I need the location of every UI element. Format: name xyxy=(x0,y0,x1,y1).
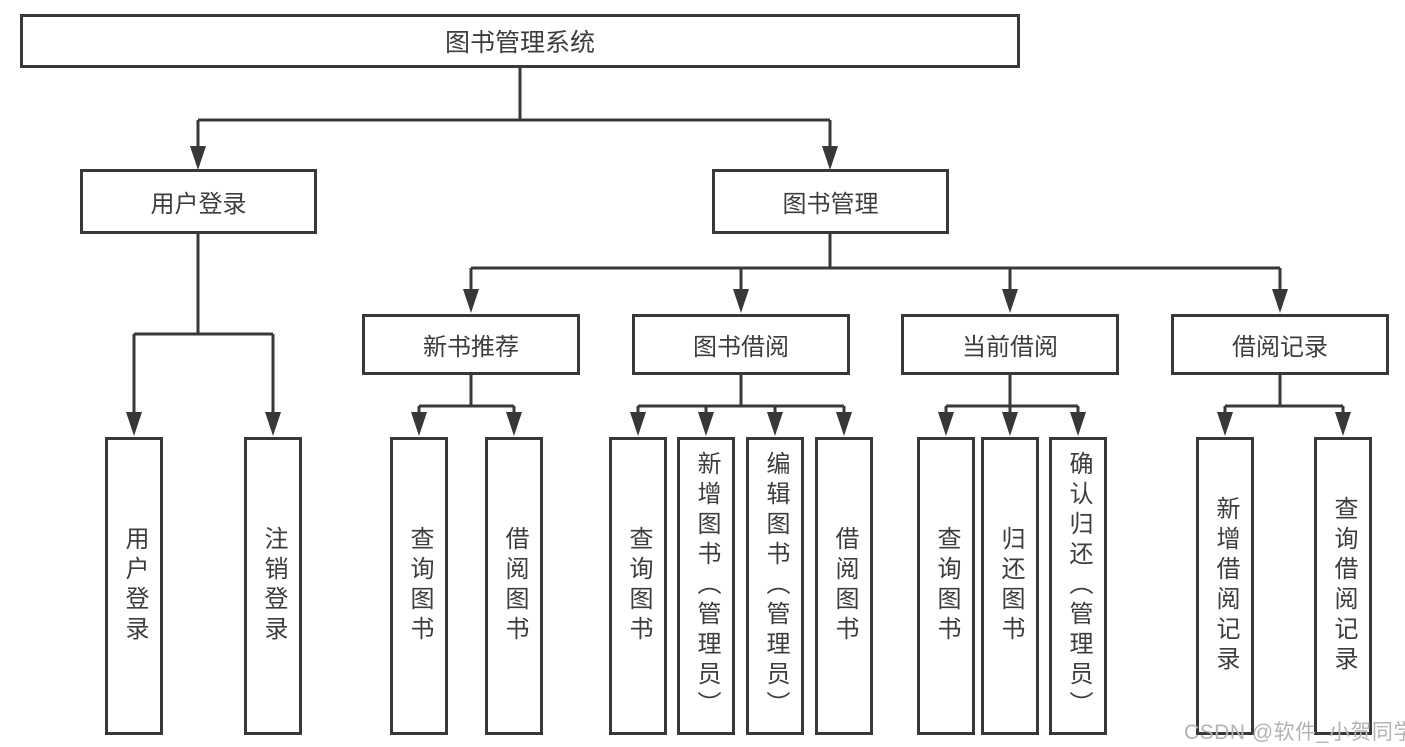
node-current-borrowing: 当前借阅 xyxy=(901,314,1119,375)
leaf-cb-query-books: 查询图书 xyxy=(917,437,975,735)
leaf-user-login: 用户登录 xyxy=(105,437,163,735)
arrowhead-icon xyxy=(822,146,838,170)
node-book-management: 图书管理 xyxy=(712,169,949,234)
arrowhead-icon xyxy=(463,289,479,313)
node-book-borrowing: 图书借阅 xyxy=(632,314,850,375)
arrowhead-icon xyxy=(733,289,749,313)
leaf-bb-borrow-books: 借阅图书 xyxy=(815,437,873,735)
arrowhead-icon xyxy=(1217,412,1233,436)
node-user-login: 用户登录 xyxy=(80,169,317,234)
leaf-nbr-query-books: 查询图书 xyxy=(390,437,448,735)
leaf-cb-return-books: 归还图书 xyxy=(981,437,1039,735)
connector-segments xyxy=(132,67,1345,416)
leaf-br-query-record: 查询借阅记录 xyxy=(1314,437,1372,735)
arrowhead-icon xyxy=(190,146,206,170)
arrowhead-icon xyxy=(506,412,522,436)
arrowhead-icon xyxy=(698,412,714,436)
leaf-bb-edit-books-admin: 编辑图书（管理员） xyxy=(746,437,804,735)
node-new-book-recommend: 新书推荐 xyxy=(362,314,580,375)
leaf-cb-confirm-return-admin: 确认归还（管理员） xyxy=(1049,437,1107,735)
arrowhead-icon xyxy=(126,412,142,436)
arrowhead-icon xyxy=(1335,412,1351,436)
leaf-br-add-record: 新增借阅记录 xyxy=(1196,437,1254,735)
arrowhead-icon xyxy=(767,412,783,436)
leaf-bb-add-books-admin: 新增图书（管理员） xyxy=(677,437,735,735)
arrowhead-icon xyxy=(1002,412,1018,436)
leaf-nbr-borrow-books: 借阅图书 xyxy=(485,437,543,735)
arrowhead-icons xyxy=(126,146,1351,436)
arrowhead-icon xyxy=(1002,289,1018,313)
watermark-text: CSDN @软件_小贺同学 xyxy=(1184,721,1405,744)
arrowhead-icon xyxy=(265,412,281,436)
arrowhead-icon xyxy=(836,412,852,436)
leaf-bb-query-books: 查询图书 xyxy=(609,437,667,735)
node-borrow-records: 借阅记录 xyxy=(1171,314,1389,375)
arrowhead-icon xyxy=(938,412,954,436)
node-root-system: 图书管理系统 xyxy=(20,14,1020,68)
arrowhead-icon xyxy=(630,412,646,436)
leaf-logout: 注销登录 xyxy=(244,437,302,735)
arrowhead-icon xyxy=(1070,412,1086,436)
arrowhead-icon xyxy=(1272,289,1288,313)
arrowhead-icon xyxy=(411,412,427,436)
